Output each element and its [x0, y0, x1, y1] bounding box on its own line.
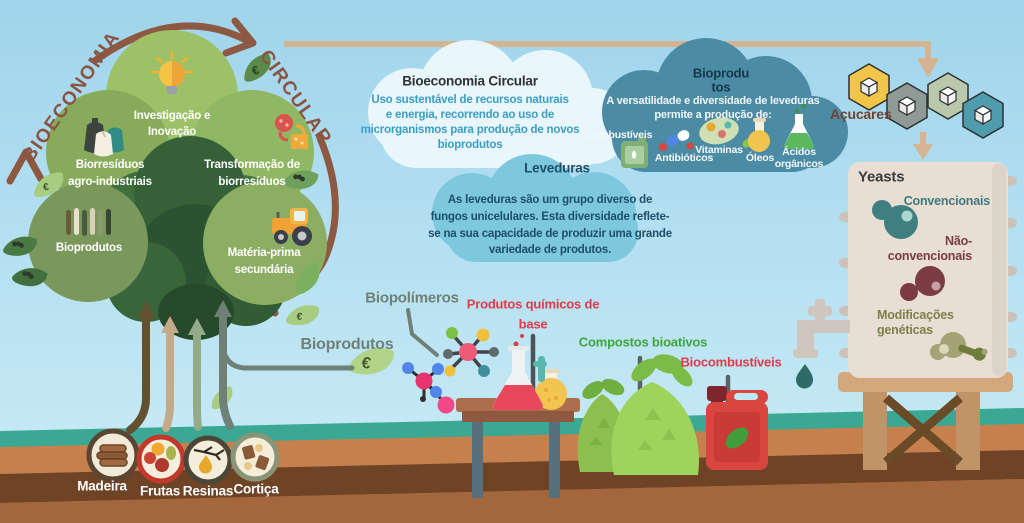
yeasts-tank-title: Yeasts	[858, 168, 905, 186]
wood-logs-icon	[96, 444, 128, 467]
node-label: agro-industriais	[68, 176, 152, 188]
euro-leaf-symbol: €	[296, 311, 303, 323]
leveduras-cloud	[432, 154, 638, 262]
tank-entry-nao-convencionais: convencionais	[887, 249, 972, 263]
biocombustiveis-label: Biocombustíveis	[680, 354, 782, 370]
produtos-quimicos-label: Produtos químicos de	[466, 296, 600, 312]
definition-cloud	[368, 40, 630, 168]
leveduras-label: Leveduras	[524, 160, 590, 176]
tank-entry-modificacoes: Modificações	[877, 308, 954, 322]
tractor-icon	[272, 208, 312, 246]
produtos-quimicos-label: base	[518, 316, 548, 332]
leaves: € € € €	[2, 52, 395, 411]
maroon-yeast-cell-icon	[900, 266, 945, 301]
acucares-label: Açucares	[830, 106, 892, 122]
feedstock-medallions	[86, 428, 280, 485]
node-label: Transformação de	[204, 159, 300, 171]
bioproducts-cloud	[602, 38, 848, 172]
node-label: Matéria-prima	[227, 247, 301, 259]
product-label-antibioticos: Antibióticos	[654, 152, 714, 164]
leveduras-line: As leveduras são um grupo diverso de	[447, 194, 653, 206]
bioactive-bags-icon	[577, 354, 699, 475]
leveduras-line: variedade de produtos.	[488, 244, 612, 256]
node-label: Inovação	[147, 126, 197, 138]
bioproducts-cloud-subtitle: A versatilidade e diversidade de levedur…	[606, 95, 820, 107]
node-label: biorresíduos	[218, 176, 286, 188]
node-label: Biorresíduos	[75, 159, 145, 171]
fuel-can-icon	[621, 136, 648, 168]
definition-line: microrganismos para produção de novos	[360, 124, 580, 136]
feedstock-label-cortica: Cortiça	[233, 481, 279, 497]
teal-yeast-cell-icon	[872, 200, 918, 239]
definition-line: Uso sustentável de recursos naturais	[371, 94, 569, 106]
engineered-yeast-wrench-icon	[930, 332, 988, 361]
cork-pieces-icon	[242, 444, 270, 471]
product-label-vitaminas: Vitaminas	[695, 144, 743, 156]
product-label-combustiveis: Combustíveis	[585, 129, 653, 141]
node-label: secundária	[234, 264, 294, 276]
sugar-flow-arrows	[284, 41, 939, 160]
definition-line: bioprodutos	[437, 139, 503, 151]
feedstock-label-resinas: Resinas	[182, 483, 234, 499]
leveduras-line: fungos unicelulares. Esta diversidade re…	[430, 211, 670, 223]
euro-leaf-symbol: €	[360, 354, 372, 373]
feedstock-label-madeira: Madeira	[77, 478, 127, 494]
recycle-transform-icon	[275, 114, 308, 149]
node-label: Bioprodutos	[55, 242, 123, 254]
oil-bottle-icon	[742, 118, 770, 152]
erlenmeyer-flask-icon	[493, 334, 543, 410]
acid-flask-icon	[784, 103, 814, 149]
antibiotic-pills-icon	[659, 130, 694, 151]
node-circle-bioprodutos	[28, 182, 148, 302]
tank-stand	[838, 372, 1013, 470]
bioproducts-cloud-title: tos	[711, 79, 731, 95]
bioprodutos-output-label: Bioprodutos	[300, 336, 394, 353]
sugar-cube-hexagon-icons	[848, 63, 1004, 139]
fruits-icon	[144, 442, 176, 472]
faucet-icon	[793, 299, 850, 389]
product-label-oleos: Óleos	[745, 152, 775, 164]
bioproducts-cloud-title: Bioprodu	[692, 65, 750, 81]
bioproducts-bars-icon	[66, 208, 111, 236]
euro-leaf-symbol: €	[42, 182, 49, 194]
bioproducts-cloud-subtitle: permite a produção de:	[654, 109, 772, 121]
product-label-acidos: orgânicos	[774, 158, 824, 170]
tank-entry-convencionais: Convencionais	[903, 194, 991, 208]
definition-cloud-title: Bioeconomia Circular	[402, 73, 538, 89]
feedstock-label-frutas: Frutas	[139, 483, 181, 499]
euro-leaf-symbol: €	[250, 63, 261, 78]
round-flask-icon	[533, 356, 567, 410]
node-label: Investigação e	[133, 110, 211, 122]
resin-branch-icon	[193, 446, 225, 474]
definition-line: e energia, recorrendo ao uso de	[385, 109, 555, 121]
vitamins-icon	[699, 117, 739, 145]
tank-entry-nao-convencionais: Não-	[945, 234, 972, 248]
tank-entry-modificacoes: genéticas	[877, 323, 933, 337]
leveduras-line: se na sua capacidade de produzir uma gra…	[428, 228, 672, 240]
biofuel-can-icon	[706, 386, 768, 470]
lightbulb-icon	[150, 50, 194, 94]
product-label-acidos: Ácidos	[782, 146, 816, 158]
biopolimeros-label: Biopolímeros	[365, 289, 459, 307]
waste-bags-icon	[84, 118, 124, 157]
feedstock-up-arrows	[126, 300, 355, 434]
compostos-bioativos-label: Compostos bioativos	[578, 334, 708, 350]
biopolymer-molecule-icons	[402, 327, 499, 414]
